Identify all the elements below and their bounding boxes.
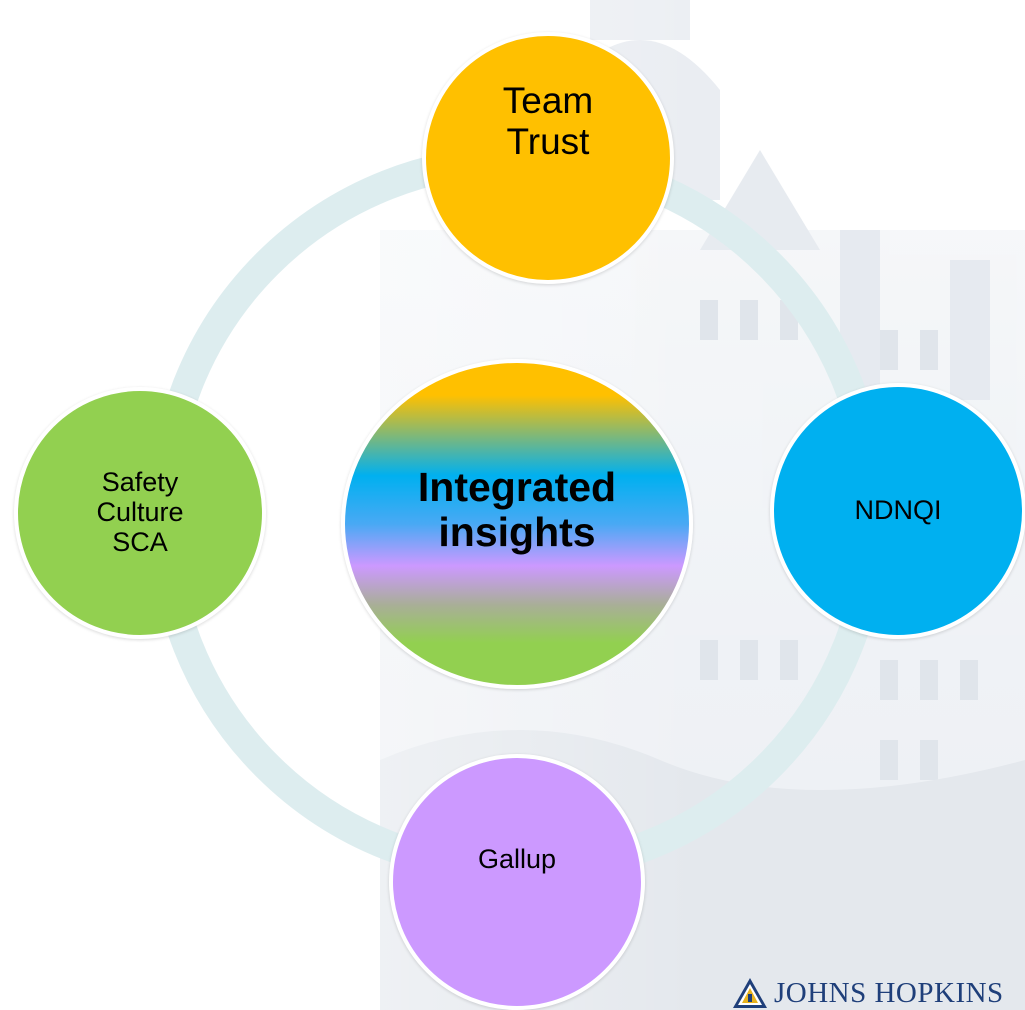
node-team-trust: Team Trust — [422, 32, 674, 284]
node-label-gallup: Gallup — [477, 844, 557, 875]
node-label-safety-culture-sca: Safety Culture SCA — [96, 467, 184, 557]
center-node-integrated-insights: Integrated insights — [341, 359, 693, 689]
hopkins-shield-icon — [733, 978, 767, 1008]
logo-text: JOHNS HOPKINS — [774, 976, 1004, 1009]
node-label-ndnqi: NDNQI — [854, 495, 942, 526]
node-gallup: Gallup — [389, 754, 645, 1010]
node-label-team-trust: Team Trust — [502, 80, 594, 162]
node-safety-culture-sca: Safety Culture SCA — [14, 387, 266, 639]
johns-hopkins-logo: JOHNS HOPKINS — [732, 976, 1004, 1010]
node-ndnqi: NDNQI — [770, 383, 1025, 639]
center-node-label: Integrated insights — [417, 463, 617, 555]
